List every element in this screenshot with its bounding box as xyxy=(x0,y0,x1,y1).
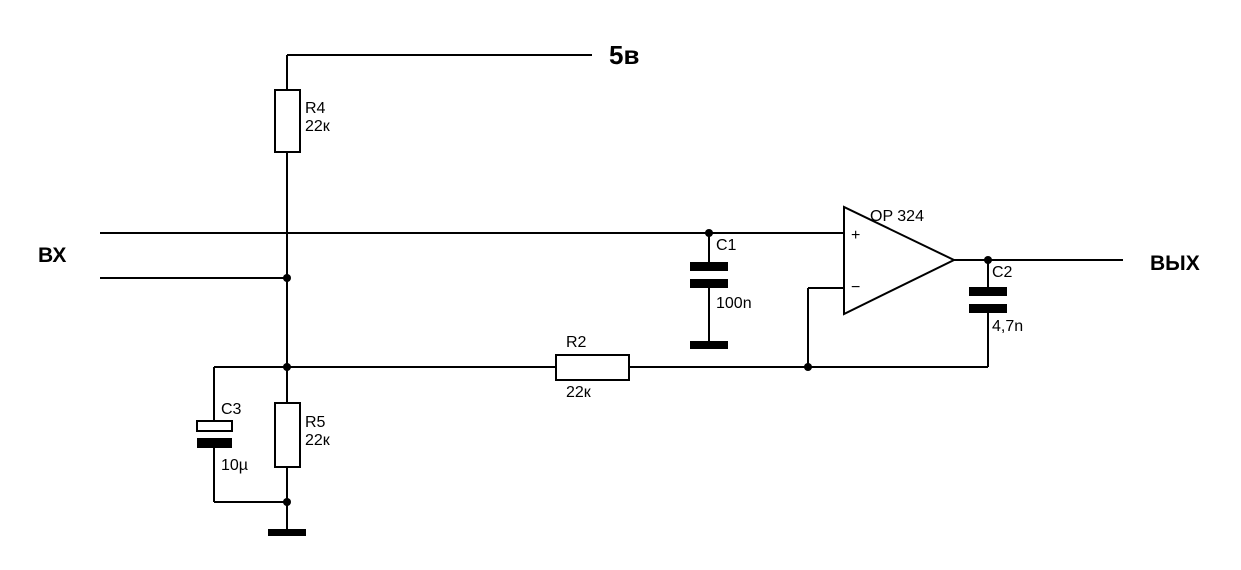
capacitor-c3: C3 10µ xyxy=(196,367,287,503)
r4-ref: R4 xyxy=(305,100,326,117)
r5-ref: R5 xyxy=(305,414,326,431)
r4-value: 22к xyxy=(305,118,331,135)
output-line: ВЫХ xyxy=(954,252,1200,275)
c1-value: 100n xyxy=(716,295,752,312)
c3-ref: C3 xyxy=(221,401,242,418)
c2-value: 4,7n xyxy=(992,318,1023,335)
resistor-r4: R4 22к xyxy=(274,89,331,153)
opamp-name: OP 324 xyxy=(870,208,924,225)
feedback-wire xyxy=(807,287,844,367)
power-label: 5в xyxy=(609,40,639,70)
capacitor-c1: C1 100n xyxy=(690,233,752,349)
power-rail: 5в xyxy=(286,40,639,90)
input-lines: ВХ xyxy=(38,232,844,279)
resistor-r2: R2 22к xyxy=(555,334,630,401)
r2-ref: R2 xyxy=(566,334,587,351)
output-label: ВЫХ xyxy=(1150,252,1200,275)
c2-ref: C2 xyxy=(992,264,1013,281)
r2-value: 22к xyxy=(566,384,592,401)
opamp: + − OP 324 xyxy=(843,205,957,316)
c3-value: 10µ xyxy=(221,457,248,474)
opamp-minus: − xyxy=(851,279,860,296)
c1-ref: C1 xyxy=(716,237,737,254)
ground-symbol xyxy=(268,529,306,536)
opamp-plus: + xyxy=(851,227,860,244)
input-label: ВХ xyxy=(38,244,66,267)
junction-dots xyxy=(283,229,992,506)
r5-value: 22к xyxy=(305,432,331,449)
capacitor-c2: C2 4,7n xyxy=(969,260,1023,367)
resistor-r5: R5 22к xyxy=(274,402,331,530)
